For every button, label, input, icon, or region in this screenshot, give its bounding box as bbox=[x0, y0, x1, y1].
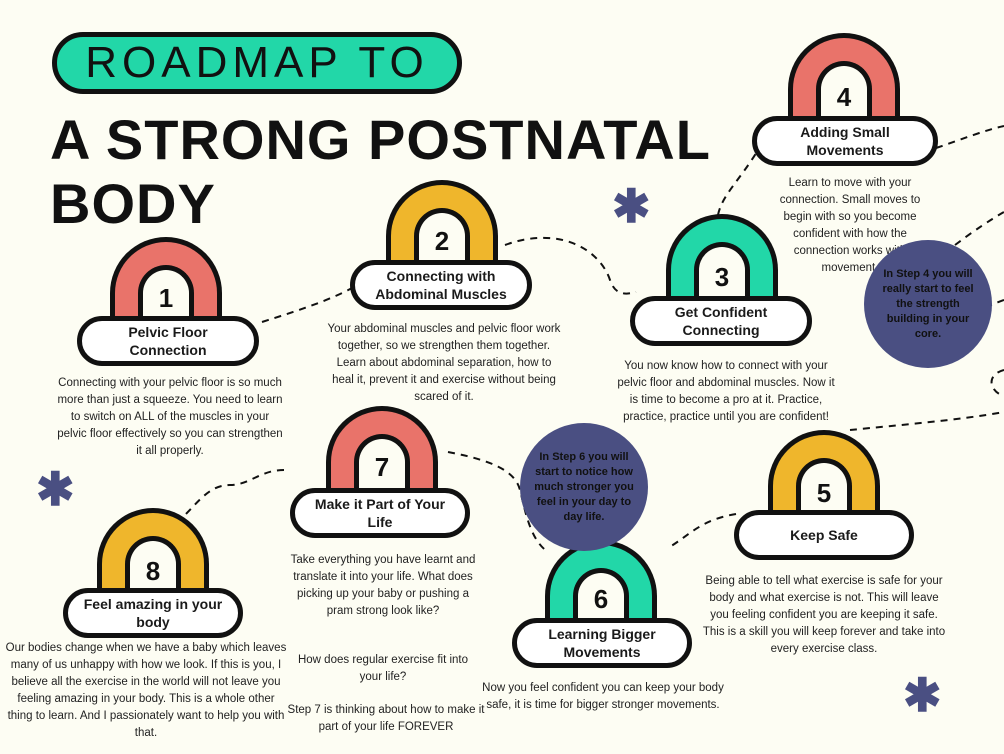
arch-inner bbox=[354, 434, 410, 490]
step-number: 6 bbox=[593, 584, 609, 614]
step-label: Adding Small Movements bbox=[752, 116, 938, 166]
step-label: Learning Bigger Movements bbox=[512, 618, 692, 668]
step-description: Being able to tell what exercise is safe… bbox=[702, 575, 946, 655]
step-label: Pelvic Floor Connection bbox=[77, 316, 259, 366]
step-description: You now know how to connect with your pe… bbox=[617, 360, 835, 423]
asterisk-icon: ✱ bbox=[903, 669, 942, 721]
arch-inner bbox=[796, 458, 852, 512]
arch-inner bbox=[694, 242, 750, 296]
step-description: Connecting with your pelvic floor is so … bbox=[57, 377, 283, 457]
asterisk-icon: ✱ bbox=[612, 180, 651, 232]
asterisk-icon: ✱ bbox=[36, 463, 75, 515]
step-description: Your abdominal muscles and pelvic floor … bbox=[327, 323, 561, 403]
arch-inner bbox=[125, 536, 181, 590]
arch-inner bbox=[573, 568, 629, 620]
step-number: 7 bbox=[374, 452, 390, 482]
step-number: 4 bbox=[836, 82, 852, 112]
step-number: 3 bbox=[714, 262, 730, 292]
step-number: 8 bbox=[145, 556, 161, 586]
arch-inner bbox=[816, 61, 872, 117]
step-label: Get Confident Connecting bbox=[630, 296, 812, 346]
step-label: Feel amazing in your body bbox=[63, 588, 243, 638]
page-title: A STRONG POSTNATAL BODY bbox=[50, 108, 710, 235]
step-number: 2 bbox=[434, 226, 450, 256]
step-description: Our bodies change when we have a baby wh… bbox=[5, 642, 287, 739]
note-circle-step4: In Step 4 you will really start to feel … bbox=[864, 240, 992, 368]
step-description: Learn to move with your connection. Smal… bbox=[779, 177, 921, 274]
step-label: Make it Part of Your Life bbox=[290, 488, 470, 538]
note-circle-step6: In Step 6 you will start to notice how m… bbox=[520, 423, 648, 551]
step-description: Step 7 is thinking about how to make it … bbox=[287, 704, 485, 733]
step-description: How does regular exercise fit into your … bbox=[297, 654, 469, 683]
step-label: Keep Safe bbox=[734, 510, 914, 560]
step-description: Take everything you have learnt and tran… bbox=[290, 554, 476, 617]
arch-inner bbox=[138, 265, 194, 319]
step-description: Now you feel confident you can keep your… bbox=[482, 682, 724, 711]
title-badge: ROADMAP TO bbox=[52, 32, 462, 94]
arch-inner bbox=[414, 208, 470, 262]
title-top: ROADMAP TO bbox=[85, 38, 429, 87]
step-number: 5 bbox=[816, 478, 832, 508]
step-label: Connecting with Abdominal Muscles bbox=[350, 260, 532, 310]
step-number: 1 bbox=[158, 283, 174, 313]
